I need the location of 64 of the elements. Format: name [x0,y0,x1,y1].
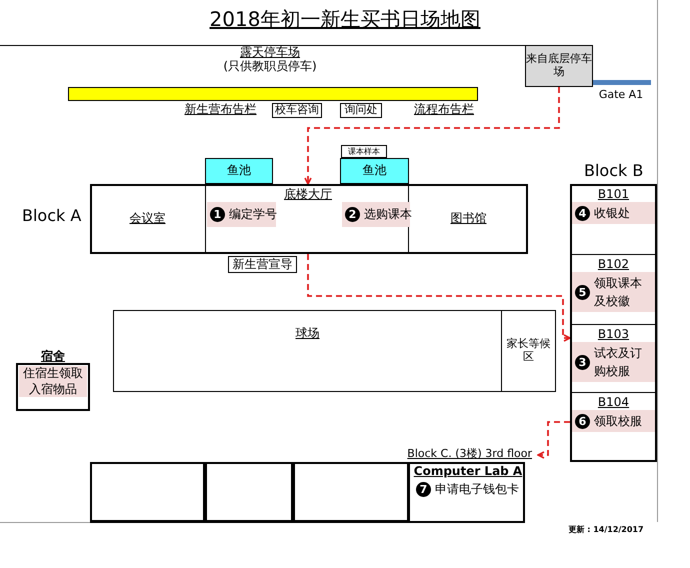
step-number-badge: 5 [575,284,590,300]
title: 2018年初一新生买书日场地图 [208,6,482,33]
step-number-badge: 3 [575,354,590,370]
label-text: 课本样本 [348,146,380,156]
label-text: 来自底层停车场 [526,53,592,79]
court-area [113,310,502,392]
room-heading: Computer Lab A [412,464,524,478]
sign-box [341,145,387,158]
step-number-badge: 2 [345,207,360,222]
room-code: B101 [596,187,630,201]
label-text: 家长等候区 [506,338,552,364]
step-band [207,202,276,227]
room-code: B104 [596,395,630,409]
step-number-badge: 1 [210,207,225,222]
dorm-note: 住宿生领取入宿物品 [19,366,87,398]
notice-board-label: 流程布告栏 [413,101,475,118]
room-cell [409,462,525,522]
label-text: 询问处 [344,104,378,117]
notice-bar [68,87,478,101]
label-text: 新生营宣导 [232,258,292,272]
fish-pond [340,158,409,184]
waiting-area [501,310,556,392]
step-text: 领取校服 [594,413,642,430]
label-text: 鱼池 [362,164,386,178]
sign-box [272,103,322,118]
gate-bar [593,80,651,85]
dashed-arrow [304,87,560,185]
label-text: 校车咨询 [275,104,319,117]
room-cell [90,462,205,522]
step-text: 编定学号 [229,206,277,223]
step-text: 选购课本 [364,206,412,223]
area-note: (只供教职员停车) [222,58,318,75]
block-heading: Block A [22,206,82,225]
label-text: 图书馆 [450,212,486,226]
entrance-box [525,45,593,87]
gate-label: Gate A1 [598,88,644,101]
block-heading: Block C. (3楼) 3rd floor [407,446,532,461]
step-text: 收银处 [594,205,630,222]
step-text: 试衣及订购校服 [594,345,643,380]
notice-board-label: 新生营布告栏 [184,101,258,118]
hall-label: 底楼大厅 [283,186,333,203]
step-number-badge: 6 [575,414,590,428]
room-cell [293,462,409,522]
step-band [342,202,410,227]
room-cell [205,462,293,522]
label-text: 球场 [296,327,320,341]
area-label: 露天停车场 [239,44,301,60]
dashed-arrow [537,421,570,459]
dashed-arrow [307,254,571,342]
room-code: B103 [596,327,630,341]
step-text: 领取课本及校徽 [594,275,643,310]
label-text: 会议室 [130,212,166,226]
label-text: 鱼池 [227,164,251,178]
step-text: 申请电子钱包卡 [435,481,519,498]
step-number-badge: 4 [575,206,590,220]
fish-pond [205,158,273,184]
step-number-badge: 7 [416,482,431,497]
sign-box [340,103,382,118]
update-date-text: 更新 : 14/12/2017 [567,524,645,535]
block-heading: Block B [584,161,644,180]
dormitory-block [16,348,90,411]
sign-box [228,256,297,273]
room-code: B102 [596,257,630,271]
dorm-heading: 宿舍 [40,348,66,365]
